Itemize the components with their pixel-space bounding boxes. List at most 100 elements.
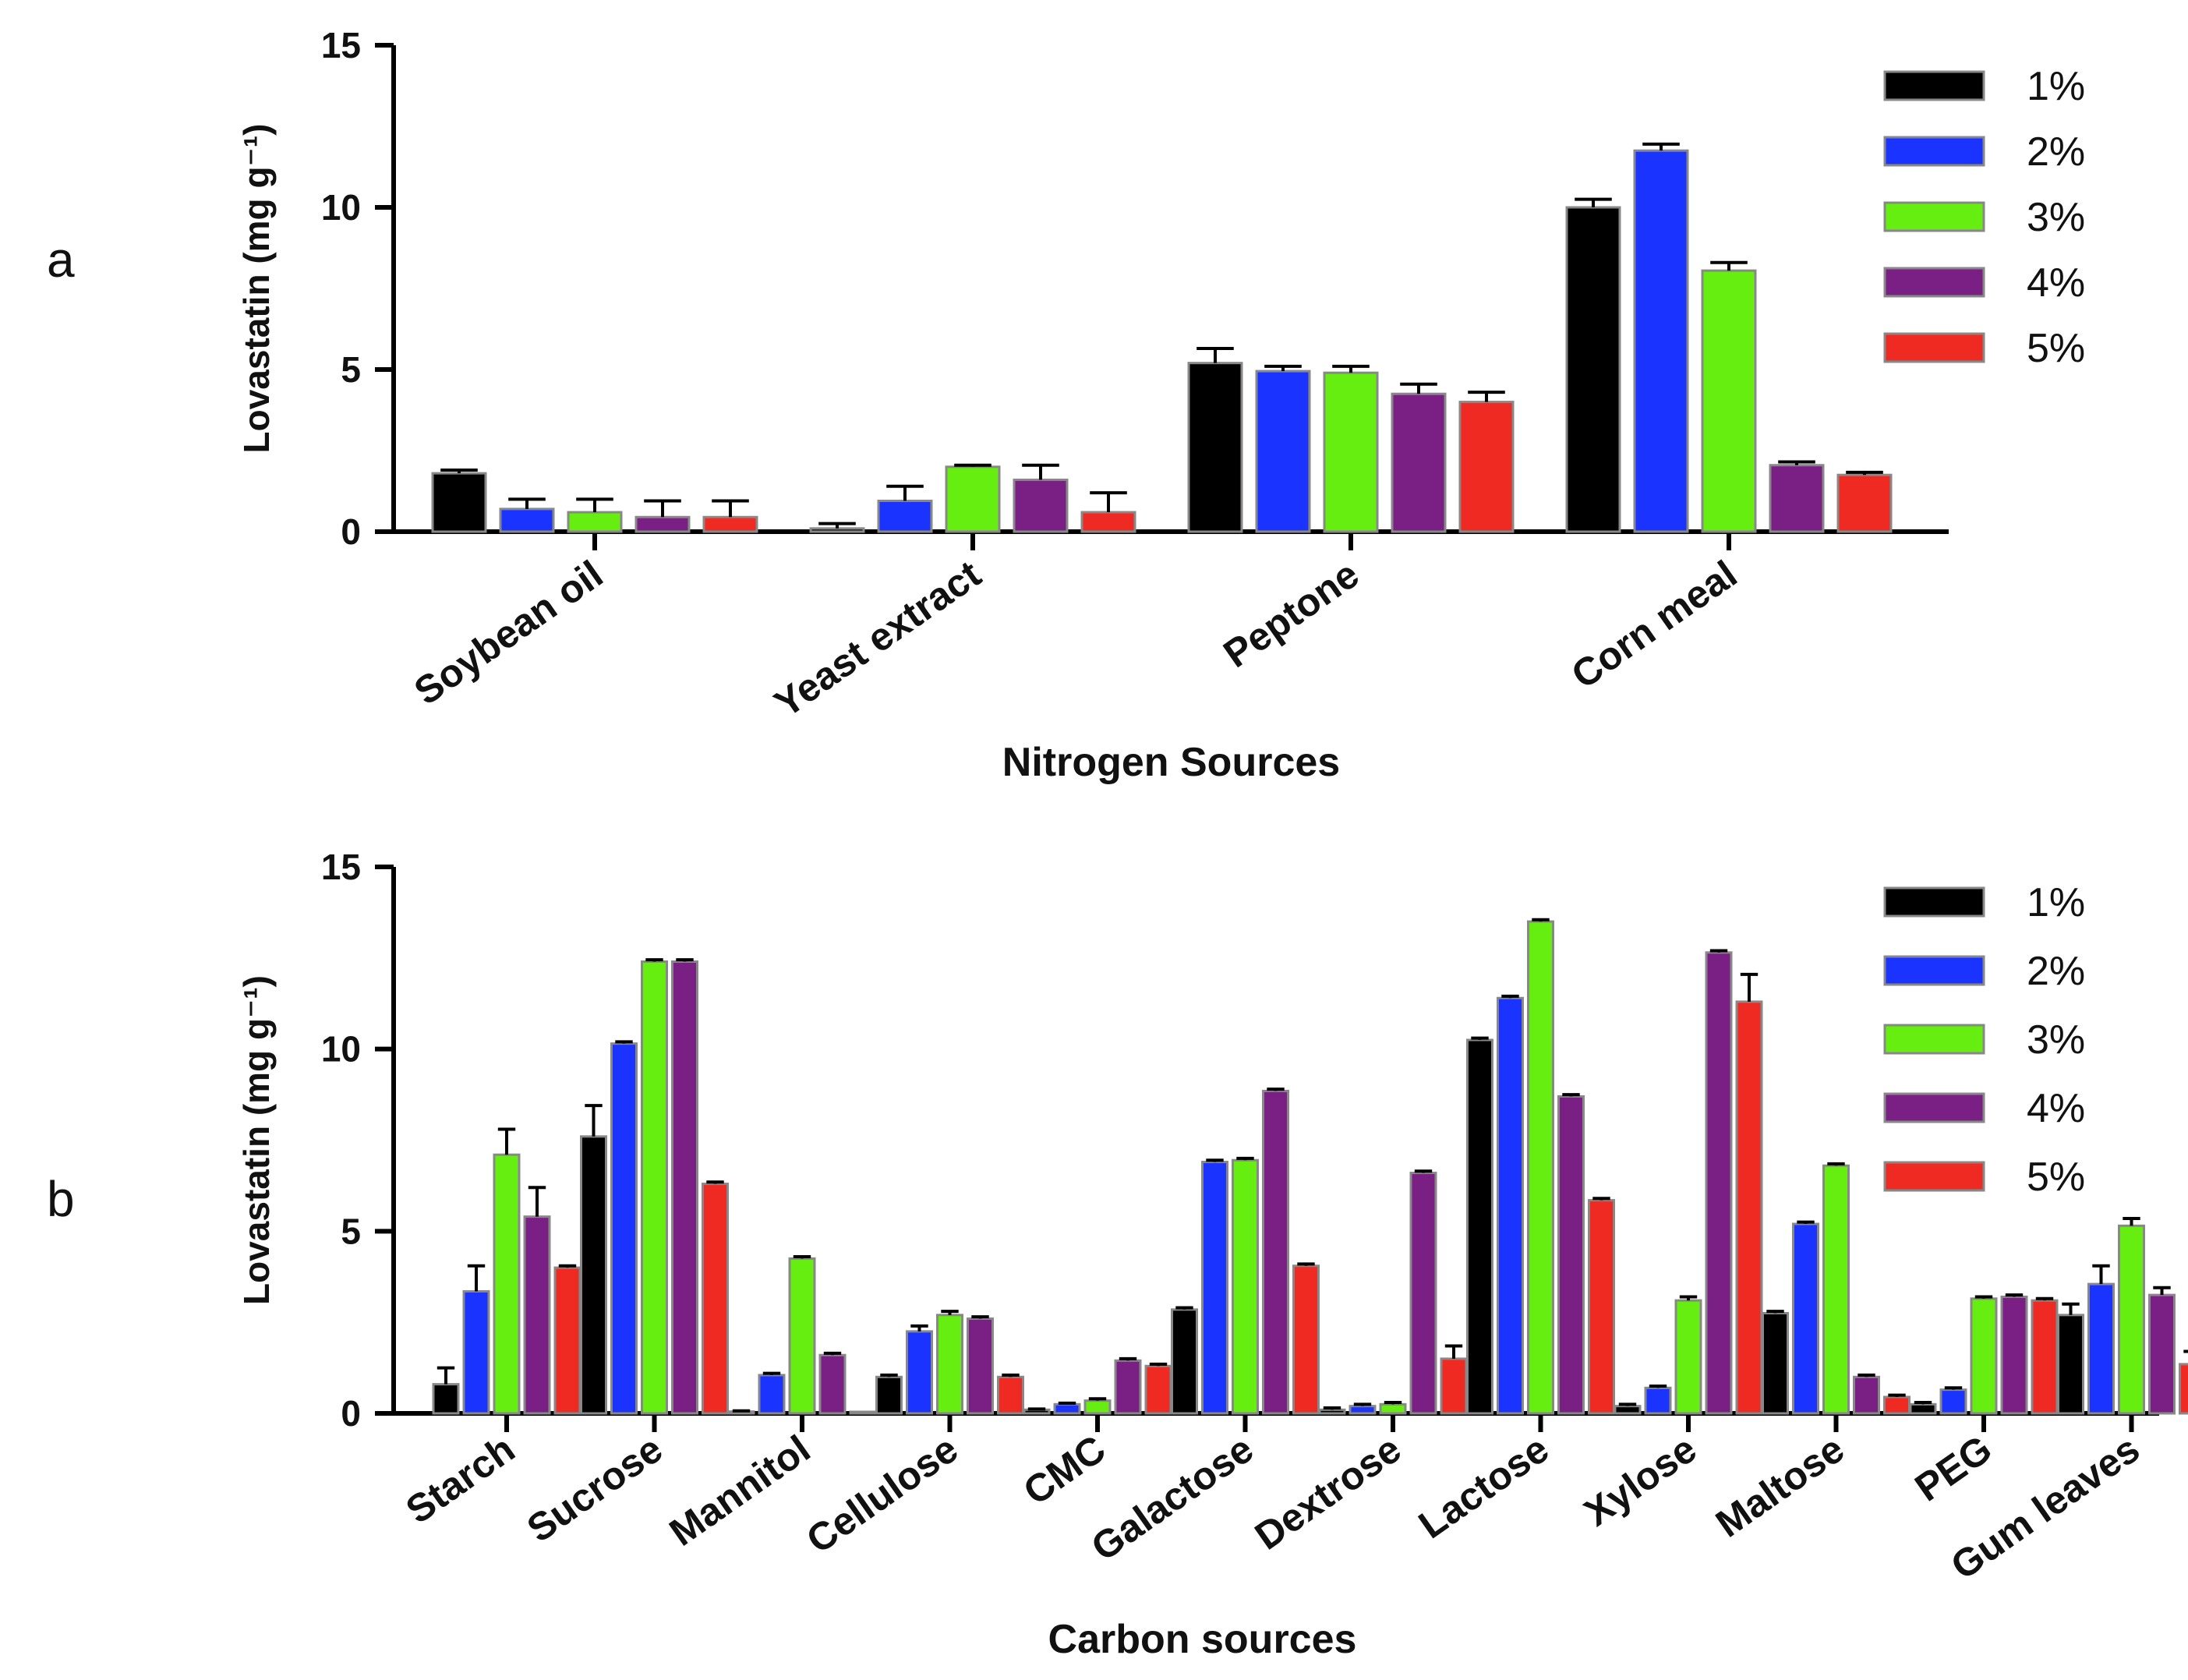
bar-4pct-starch xyxy=(523,1215,551,1415)
bar-4pct-cmc xyxy=(1114,1359,1142,1415)
legend-label: 3% xyxy=(2027,1017,2085,1063)
x-category-label: Dextrose xyxy=(1247,1427,1409,1558)
bar-3pct-galactose xyxy=(1232,1158,1259,1415)
legend-label: 4% xyxy=(2027,1086,2085,1131)
bar-3pct-peptone xyxy=(1323,371,1379,533)
bar-1pct-peg xyxy=(1909,1402,1937,1415)
bar-2pct-yeast-extract xyxy=(877,499,933,533)
bar-3pct-peg xyxy=(1970,1297,1998,1415)
bar-1pct-galactose xyxy=(1171,1308,1198,1415)
bar-2pct-starch xyxy=(462,1289,490,1415)
legend-label: 5% xyxy=(2027,1155,2085,1200)
legend-label: 2% xyxy=(2027,949,2085,994)
y-tick-label: 5 xyxy=(341,1211,361,1251)
y-axis-title: Lovastatin (mg g⁻¹) xyxy=(236,975,277,1305)
bar-2pct-galactose xyxy=(1201,1161,1228,1415)
x-category-label: Corn meal xyxy=(1564,552,1744,697)
bar-2pct-soybean-oil xyxy=(499,508,555,533)
legend-swatch xyxy=(1883,1024,1985,1055)
bar-5pct-cmc xyxy=(1144,1364,1172,1415)
bar-4pct-galactose xyxy=(1262,1089,1289,1415)
bar-5pct-gum-leaves xyxy=(2179,1363,2188,1415)
bar-5pct-soybean-oil xyxy=(702,515,758,533)
bar-5pct-cellulose xyxy=(997,1375,1024,1415)
bar-4pct-mannitol xyxy=(818,1353,847,1415)
bar-3pct-xylose xyxy=(1674,1299,1702,1415)
bar-2pct-peptone xyxy=(1255,370,1311,533)
x-category-label: Yeast extract xyxy=(766,552,988,726)
x-category-label: Mannitol xyxy=(662,1427,818,1554)
legend-swatch xyxy=(1883,955,1985,986)
bar-4pct-dextrose xyxy=(1409,1172,1437,1415)
panel-letter: b xyxy=(47,1171,75,1227)
x-category-label: PEG xyxy=(1907,1427,2000,1509)
bar-5pct-lactose xyxy=(1588,1199,1615,1415)
legend-swatch xyxy=(1883,332,1985,363)
bar-1pct-sucrose xyxy=(580,1135,607,1415)
bar-4pct-corn-meal xyxy=(1769,464,1825,533)
bar-1pct-dextrose xyxy=(1318,1408,1346,1415)
bar-4pct-lactose xyxy=(1557,1095,1585,1415)
bar-5pct-corn-meal xyxy=(1836,473,1893,533)
bar-1pct-corn-meal xyxy=(1565,206,1621,533)
bar-4pct-xylose xyxy=(1705,951,1733,1415)
bar-4pct-cellulose xyxy=(967,1317,994,1415)
legend-label: 3% xyxy=(2027,195,2085,240)
legend-label: 4% xyxy=(2027,260,2085,306)
bar-4pct-peptone xyxy=(1391,392,1447,533)
bar-1pct-lactose xyxy=(1466,1038,1493,1415)
bar-5pct-peg xyxy=(2031,1299,2059,1415)
x-axis-title: Nitrogen Sources xyxy=(1002,740,1340,785)
legend-swatch xyxy=(1883,267,1985,298)
y-tick-label: 10 xyxy=(321,1029,361,1070)
x-category-label: Lactose xyxy=(1411,1427,1557,1547)
bar-3pct-cellulose xyxy=(936,1314,963,1415)
y-tick-label: 0 xyxy=(341,511,361,552)
y-tick-label: 5 xyxy=(341,349,361,390)
x-category-label: Xylose xyxy=(1576,1427,1704,1534)
legend-swatch xyxy=(1883,886,1985,918)
bar-2pct-xylose xyxy=(1644,1386,1672,1415)
y-tick-label: 15 xyxy=(321,847,361,887)
bar-2pct-maltose xyxy=(1792,1222,1819,1415)
legend-swatch xyxy=(1883,136,1985,167)
bar-3pct-corn-meal xyxy=(1701,269,1757,533)
bar-2pct-cmc xyxy=(1053,1402,1081,1415)
bar-3pct-soybean-oil xyxy=(567,511,623,533)
x-category-label: Cellulose xyxy=(799,1427,966,1562)
bar-3pct-sucrose xyxy=(641,960,668,1415)
bar-3pct-yeast-extract xyxy=(945,465,1001,533)
bar-1pct-cellulose xyxy=(875,1375,903,1415)
x-axis-title: Carbon sources xyxy=(1048,1617,1357,1662)
bar-1pct-maltose xyxy=(1762,1311,1789,1415)
y-tick-label: 15 xyxy=(321,25,361,65)
y-tick-label: 10 xyxy=(321,187,361,228)
legend-label: 2% xyxy=(2027,129,2085,175)
x-category-label: Soybean oil xyxy=(406,552,610,713)
legend-label: 5% xyxy=(2027,326,2085,371)
bar-3pct-lactose xyxy=(1527,920,1554,1415)
bar-4pct-peg xyxy=(2000,1295,2028,1415)
bar-5pct-maltose xyxy=(1883,1395,1911,1415)
bar-5pct-yeast-extract xyxy=(1080,511,1136,533)
x-category-label: Sucrose xyxy=(519,1427,670,1551)
legend-swatch xyxy=(1883,70,1985,101)
x-category-label: CMC xyxy=(1016,1427,1113,1513)
legend-swatch xyxy=(1883,1161,1985,1192)
y-axis-title: Lovastatin (mg g⁻¹) xyxy=(236,124,277,454)
legend-swatch xyxy=(1883,201,1985,232)
bar-1pct-yeast-extract xyxy=(809,527,865,533)
x-category-label: Galactose xyxy=(1083,1427,1261,1569)
legend-label: 1% xyxy=(2027,64,2085,109)
bar-5pct-xylose xyxy=(1735,1000,1763,1415)
x-category-label: Peptone xyxy=(1216,552,1367,676)
bar-5pct-peptone xyxy=(1458,401,1515,533)
bar-2pct-dextrose xyxy=(1349,1405,1377,1415)
bar-2pct-peg xyxy=(1939,1388,1967,1415)
bar-2pct-sucrose xyxy=(610,1042,638,1415)
panel-letter: a xyxy=(47,232,75,288)
bar-3pct-dextrose xyxy=(1379,1402,1407,1415)
bar-1pct-gum-leaves xyxy=(2057,1314,2084,1415)
